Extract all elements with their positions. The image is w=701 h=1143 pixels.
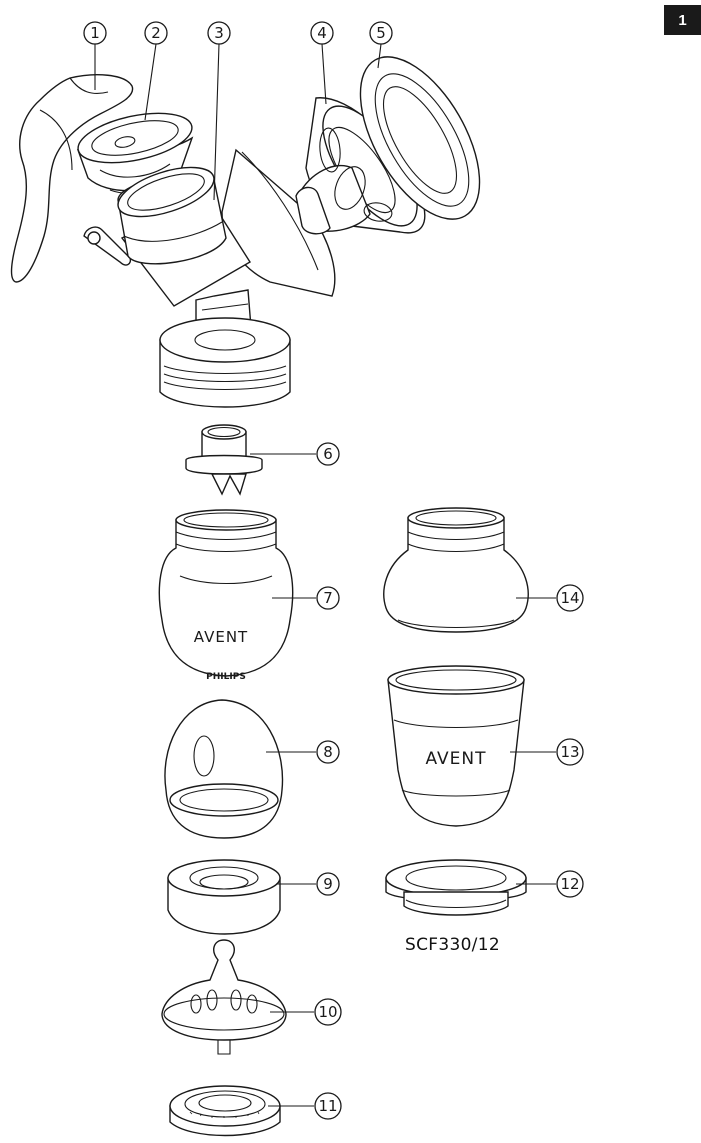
avent-logo-cup: AVENT [425,749,486,769]
svg-text:2: 2 [151,24,161,42]
svg-text:5: 5 [376,24,386,42]
part-cover [359,56,481,220]
part-bottle: AVENT PHILIPS [158,509,294,682]
svg-text:10: 10 [318,1003,337,1021]
avent-logo: AVENT [194,628,248,646]
part-screw-ring-small [167,859,281,935]
callouts: 1 2 3 4 5 6 7 8 9 10 11 12 13 14 [83,21,584,1120]
callout-8: 8 [316,740,340,764]
svg-text:8: 8 [323,743,333,761]
svg-text:3: 3 [214,24,224,42]
svg-text:7: 7 [323,589,333,607]
callout-2: 2 [144,21,168,45]
part-sealing-disc [169,1085,281,1137]
callout-9: 9 [316,872,340,896]
part-teat [161,939,287,1055]
callout-10: 10 [314,998,342,1026]
svg-text:14: 14 [560,589,579,607]
callout-7: 7 [316,586,340,610]
callout-5: 5 [369,21,393,45]
svg-text:4: 4 [317,24,327,42]
callout-6: 6 [316,442,340,466]
part-cup-adapter [383,507,529,633]
svg-text:9: 9 [323,875,333,893]
callout-13: 13 [556,738,584,766]
page-number-tab: 1 [664,5,701,35]
svg-text:1: 1 [90,24,100,42]
svg-text:12: 12 [560,875,579,893]
callout-14: 14 [556,584,584,612]
leader-lines [94,43,556,1107]
part-cup-lid [385,859,527,916]
part-storage-cup: AVENT [387,665,525,827]
part-handle [10,74,134,283]
svg-text:11: 11 [318,1097,337,1115]
callout-11: 11 [314,1092,342,1120]
callout-3: 3 [207,21,231,45]
part-pump-body [117,148,336,343]
callout-1: 1 [83,21,107,45]
philips-logo: PHILIPS [206,672,246,682]
svg-text:13: 13 [560,743,579,761]
part-dome-cap [164,699,284,839]
callout-12: 12 [556,870,584,898]
svg-text:6: 6 [323,445,333,463]
part-screw-ring [159,317,291,408]
callout-4: 4 [310,21,334,45]
model-number: SCF330/12 [405,935,500,955]
part-valve [185,424,263,496]
